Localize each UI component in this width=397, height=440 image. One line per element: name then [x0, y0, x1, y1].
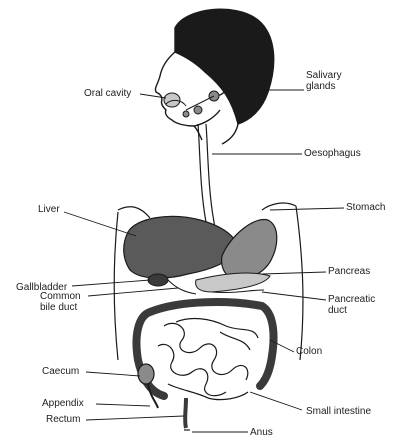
stomach: [222, 219, 277, 280]
hair: [175, 9, 274, 124]
label-caecum: Caecum: [42, 366, 79, 377]
label-anus: Anus: [250, 427, 273, 438]
oral-cavity: [164, 93, 180, 107]
label-appendix: Appendix: [42, 398, 84, 409]
label-common-bile-duct: Common bile duct: [40, 291, 81, 313]
leader-rectum: [86, 416, 184, 420]
leader-common-bile-duct: [88, 288, 178, 296]
leader-small-intestine: [250, 392, 302, 410]
pancreas: [196, 273, 270, 292]
salivary-gland-2: [194, 106, 202, 114]
leader-stomach: [270, 208, 344, 210]
label-pancreas: Pancreas: [328, 266, 370, 277]
liver: [124, 216, 238, 278]
common-bile-duct-line: [168, 280, 196, 294]
label-colon: Colon: [296, 346, 322, 357]
label-small-intestine: Small intestine: [306, 406, 371, 417]
label-pancreatic-duct: Pancreatic duct: [328, 294, 375, 316]
label-rectum: Rectum: [46, 414, 80, 425]
leader-appendix: [96, 404, 150, 406]
label-stomach: Stomach: [346, 202, 385, 213]
label-salivary-glands: Salivary glands: [306, 70, 342, 92]
large-intestine: [137, 302, 274, 396]
rectum: [185, 398, 186, 428]
label-liver: Liver: [38, 204, 60, 215]
leader-pancreas: [262, 272, 326, 274]
leader-pancreatic-duct: [262, 292, 326, 300]
gallbladder: [148, 274, 168, 286]
leader-caecum: [86, 372, 140, 376]
mouth-glands: [164, 91, 219, 117]
label-oral-cavity: Oral cavity: [84, 88, 131, 99]
label-oesophagus: Oesophagus: [304, 148, 361, 159]
neck-back: [222, 124, 238, 144]
leader-gallbladder: [72, 280, 150, 286]
caecum: [138, 364, 154, 384]
head: [155, 9, 273, 144]
small-intestine: [158, 319, 258, 400]
leader-liver: [64, 212, 136, 236]
leader-oral-cavity: [140, 94, 166, 98]
salivary-gland-3: [183, 111, 189, 117]
